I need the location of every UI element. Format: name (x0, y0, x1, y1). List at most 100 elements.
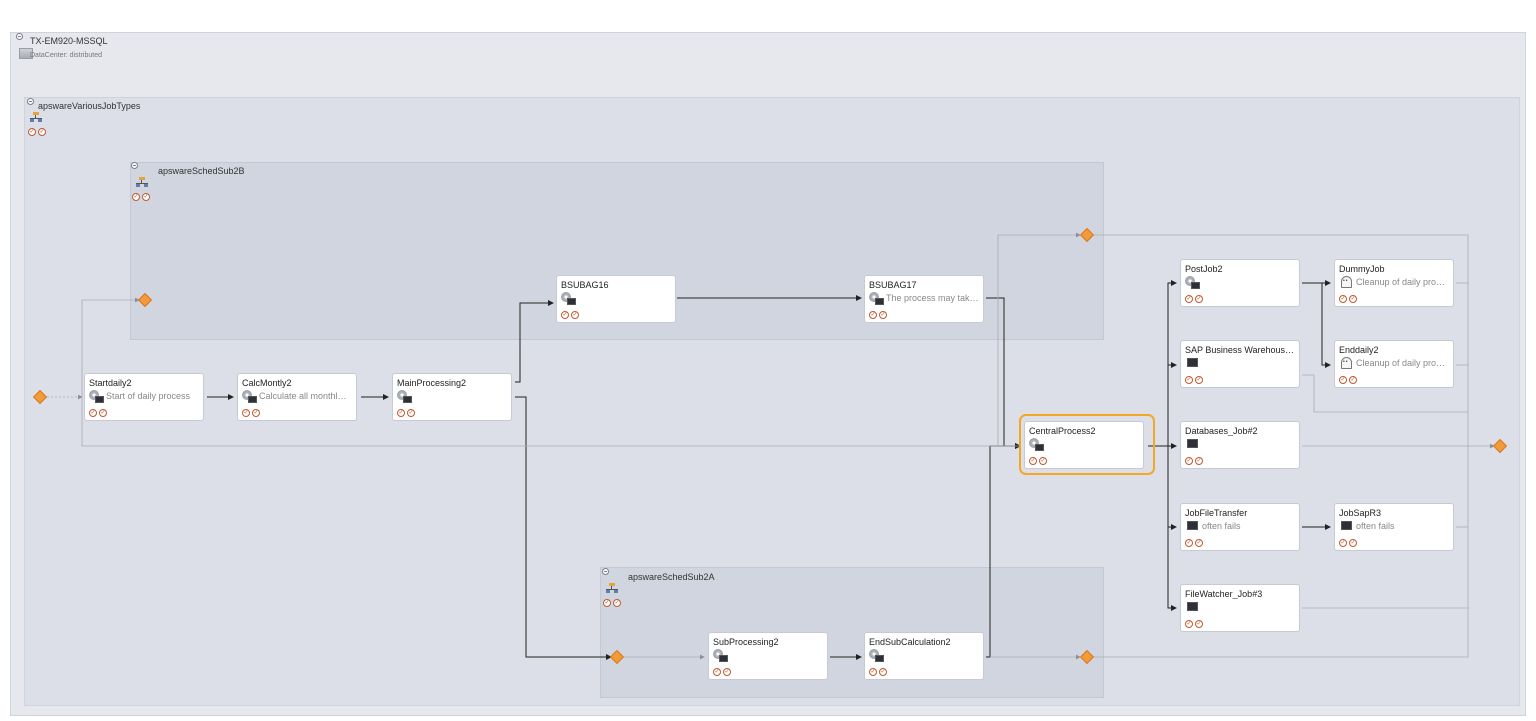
terminal-icon (1185, 357, 1200, 370)
collapse-sub-b-icon[interactable] (131, 162, 138, 169)
sub-group-a-title: apswareSchedSub2A (628, 572, 715, 582)
flow-icon (606, 583, 618, 594)
job-name: CentralProcess2 (1029, 426, 1096, 436)
check-icon: ✓ (397, 409, 405, 417)
server-subtitle: DataCenter: distributed (30, 52, 102, 59)
job-node-subprocessing2[interactable]: SubProcessing2 ✓✓ (708, 632, 828, 680)
check-icon: ✓ (869, 311, 877, 319)
terminal-icon (1339, 520, 1354, 533)
check-icon: ✓ (1349, 295, 1357, 303)
terminal-icon (1185, 438, 1200, 451)
check-icon: ✓ (603, 599, 611, 607)
job-node-centralprocess2[interactable]: CentralProcess2 ✓✓ (1024, 421, 1144, 469)
job-description: Calculate all monthl… (259, 391, 347, 401)
check-icon: ✓ (1195, 457, 1203, 465)
check-icon: ✓ (132, 193, 140, 201)
job-status: ✓✓ (1185, 457, 1203, 465)
job-name: BSUBAG17 (869, 280, 917, 290)
check-icon: ✓ (1195, 539, 1203, 547)
job-name: FileWatcher_Job#3 (1185, 589, 1263, 599)
job-node-databases[interactable]: Databases_Job#2 ✓✓ (1180, 421, 1300, 469)
main-group-title: apswareVariousJobTypes (38, 101, 141, 111)
job-description: Cleanup of daily pro… (1356, 277, 1446, 287)
job-node-bsubag16[interactable]: BSUBAG16 ✓✓ (556, 275, 676, 323)
check-icon: ✓ (879, 311, 887, 319)
job-node-filewatcher[interactable]: FileWatcher_Job#3 ✓✓ (1180, 584, 1300, 632)
check-icon: ✓ (613, 599, 621, 607)
check-icon: ✓ (723, 668, 731, 676)
check-icon: ✓ (1195, 620, 1203, 628)
collapse-main-icon[interactable] (27, 98, 34, 105)
sub-group-b-title: apswareSchedSub2B (158, 166, 245, 176)
job-name: JobFileTransfer (1185, 508, 1248, 518)
server-icon (19, 48, 33, 59)
check-icon: ✓ (28, 128, 36, 136)
job-status: ✓✓ (1339, 376, 1357, 384)
job-status: ✓✓ (89, 409, 107, 417)
collapse-sub-a-icon[interactable] (602, 568, 609, 575)
flow-icon (30, 112, 42, 123)
job-name: PostJob2 (1185, 264, 1223, 274)
job-node-startdaily2[interactable]: Startdaily2 Start of daily process ✓✓ (84, 373, 204, 421)
check-icon: ✓ (869, 668, 877, 676)
job-name: EndSubCalculation2 (869, 637, 951, 647)
check-icon: ✓ (1185, 620, 1193, 628)
check-icon: ✓ (1185, 539, 1193, 547)
job-description: often fails (1356, 521, 1395, 531)
job-node-enddaily2[interactable]: Enddaily2 Cleanup of daily pro… ✓✓ (1334, 340, 1454, 388)
job-description: Cleanup of daily pro… (1356, 358, 1446, 368)
check-icon: ✓ (713, 668, 721, 676)
job-node-mainprocessing2[interactable]: MainProcessing2 ✓✓ (392, 373, 512, 421)
job-name: MainProcessing2 (397, 378, 467, 388)
job-description: The process may tak… (886, 293, 979, 303)
gear-terminal-icon (242, 390, 257, 403)
job-name: SubProcessing2 (713, 637, 779, 647)
sub-group-a-status: ✓✓ (603, 599, 621, 607)
job-node-sap-bw[interactable]: SAP Business Warehous… ✓✓ (1180, 340, 1300, 388)
gear-terminal-icon (713, 649, 728, 662)
job-node-bsubag17[interactable]: BSUBAG17 The process may tak… ✓✓ (864, 275, 984, 323)
check-icon: ✓ (1339, 295, 1347, 303)
check-icon: ✓ (879, 668, 887, 676)
job-description: often fails (1202, 521, 1241, 531)
check-icon: ✓ (1185, 457, 1193, 465)
check-icon: ✓ (242, 409, 250, 417)
job-name: BSUBAG16 (561, 280, 609, 290)
terminal-icon (1185, 520, 1200, 533)
job-node-jobfiletransfer[interactable]: JobFileTransfer often fails ✓✓ (1180, 503, 1300, 551)
sub-group-a[interactable] (600, 567, 1104, 698)
check-icon: ✓ (1195, 376, 1203, 384)
job-status: ✓✓ (869, 311, 887, 319)
server-title: TX-EM920-MSSQL (30, 36, 108, 46)
job-name: CalcMontly2 (242, 378, 292, 388)
job-status: ✓✓ (397, 409, 415, 417)
gear-terminal-icon (1029, 438, 1044, 451)
job-status: ✓✓ (242, 409, 260, 417)
job-node-dummyjob[interactable]: DummyJob Cleanup of daily pro… ✓✓ (1334, 259, 1454, 307)
job-name: SAP Business Warehous… (1185, 345, 1295, 355)
job-status: ✓✓ (1185, 620, 1203, 628)
check-icon: ✓ (1195, 295, 1203, 303)
ghost-icon (1339, 276, 1354, 289)
gear-terminal-icon (869, 292, 884, 305)
job-node-endsubcalculation2[interactable]: EndSubCalculation2 ✓✓ (864, 632, 984, 680)
job-status: ✓✓ (1339, 295, 1357, 303)
check-icon: ✓ (1349, 539, 1357, 547)
check-icon: ✓ (1349, 376, 1357, 384)
job-node-calcmontly2[interactable]: CalcMontly2 Calculate all monthl… ✓✓ (237, 373, 357, 421)
collapse-server-icon[interactable] (16, 33, 23, 40)
job-status: ✓✓ (713, 668, 731, 676)
check-icon: ✓ (38, 128, 46, 136)
check-icon: ✓ (142, 193, 150, 201)
ghost-icon (1339, 357, 1354, 370)
job-status: ✓✓ (1185, 295, 1203, 303)
check-icon: ✓ (571, 311, 579, 319)
job-status: ✓✓ (561, 311, 579, 319)
job-name: JobSapR3 (1339, 508, 1382, 518)
check-icon: ✓ (1339, 376, 1347, 384)
terminal-icon (1185, 601, 1200, 614)
job-node-postjob2[interactable]: PostJob2 ✓✓ (1180, 259, 1300, 307)
job-node-jobsapr3[interactable]: JobSapR3 often fails ✓✓ (1334, 503, 1454, 551)
job-status: ✓✓ (1185, 376, 1203, 384)
main-group-status: ✓✓ (28, 128, 46, 136)
